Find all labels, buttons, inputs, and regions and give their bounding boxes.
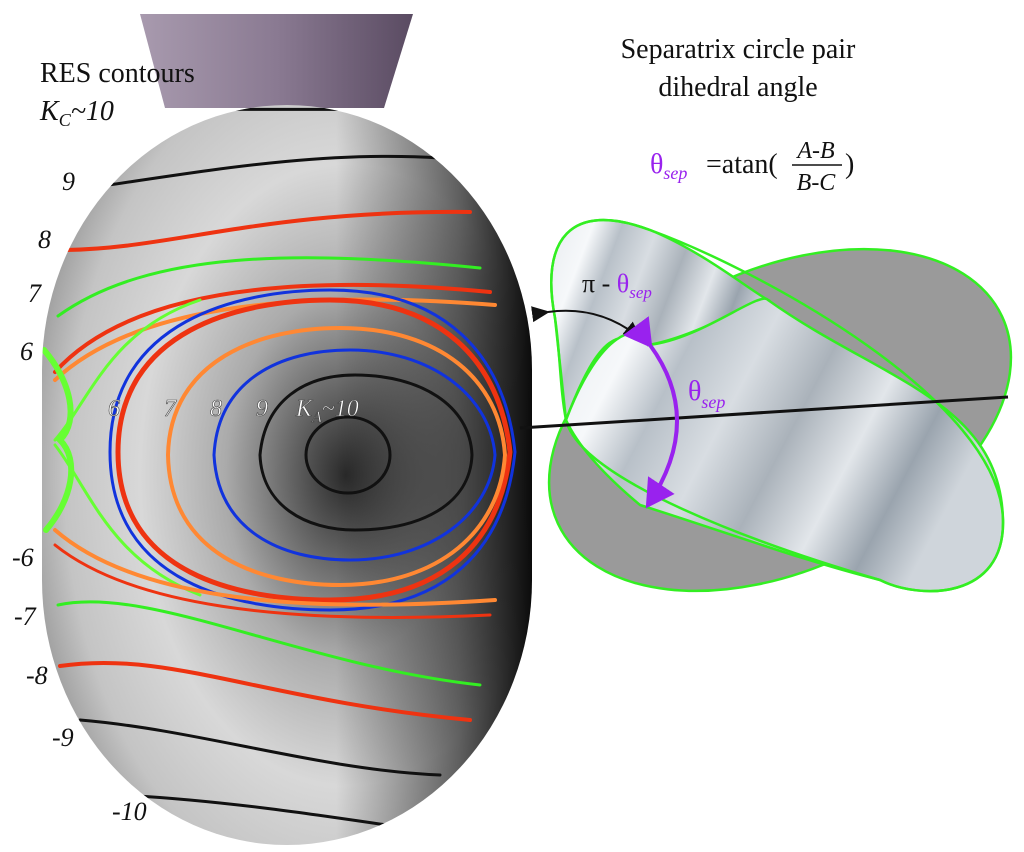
contour-7-top — [56, 256, 482, 318]
formula-denominator: B-C — [797, 170, 837, 196]
left-level-labels: 9 8 7 6 -6 -7 -8 -9 -10 — [12, 167, 147, 826]
inner-label-6: 6 — [108, 396, 120, 422]
intersection-axis — [519, 395, 1009, 430]
separatrix-right — [53, 298, 202, 442]
contour-6-bottom-orange — [53, 528, 497, 607]
level-label-neg10: -10 — [112, 797, 147, 826]
contour-10-bottom — [118, 793, 422, 832]
contour-ka-6-red — [115, 297, 513, 603]
inner-label-7: 7 — [164, 396, 177, 422]
level-label-neg7: -7 — [14, 602, 37, 631]
contour-7-bottom — [56, 600, 482, 687]
level-label-neg6: -6 — [12, 543, 34, 572]
contour-ka-8 — [212, 348, 497, 562]
right-title-line1: Separatrix circle pair — [621, 34, 856, 65]
level-label-neg8: -8 — [26, 661, 48, 690]
contour-ka-10 — [304, 415, 392, 495]
contour-ka-9 — [258, 373, 474, 532]
formula-close: ) — [845, 149, 854, 180]
level-label-8: 8 — [38, 225, 51, 254]
contour-9-bottom — [78, 718, 442, 777]
pi-minus-theta-label: π - θsep — [582, 269, 652, 302]
res-body — [42, 105, 532, 845]
theta-sep-arc — [622, 316, 679, 509]
contour-9-top — [86, 154, 442, 190]
contour-6-top-orange — [53, 297, 497, 382]
contour-6-bottom-red — [53, 543, 492, 619]
ka-label: KA~10 — [295, 396, 359, 426]
inner-label-8: 8 — [210, 396, 222, 422]
right-title-line2: dihedral angle — [658, 72, 817, 103]
formula-atan: =atan( — [706, 149, 778, 180]
front-ellipse-outline — [550, 218, 1005, 593]
kc-label: KC~10 — [39, 96, 114, 130]
formula: θsep =atan( A-B B-C ) — [650, 138, 854, 196]
top-cap — [140, 14, 413, 108]
contour-8-bottom — [58, 660, 472, 722]
level-label-6: 6 — [20, 337, 33, 366]
level-label-neg9: -9 — [52, 723, 74, 752]
level-label-9: 9 — [62, 167, 75, 196]
left-title: RES contours — [40, 58, 195, 89]
inner-label-9: 9 — [256, 396, 268, 422]
formula-theta: θsep — [650, 149, 687, 183]
separatrix-upper — [42, 347, 75, 533]
contour-ka-7 — [165, 325, 508, 588]
separatrix-circle-pair — [547, 218, 1013, 593]
contour-8-top — [58, 209, 472, 252]
inner-level-labels: 6 7 8 9 KA~10 — [108, 396, 359, 427]
contour-6-top-red — [53, 282, 492, 374]
level-label-7: 7 — [28, 279, 42, 308]
separatrix-lower — [53, 443, 202, 597]
theta-sep-label: θsep — [688, 376, 725, 412]
formula-numerator: A-B — [795, 138, 835, 164]
contour-lines — [42, 106, 517, 832]
